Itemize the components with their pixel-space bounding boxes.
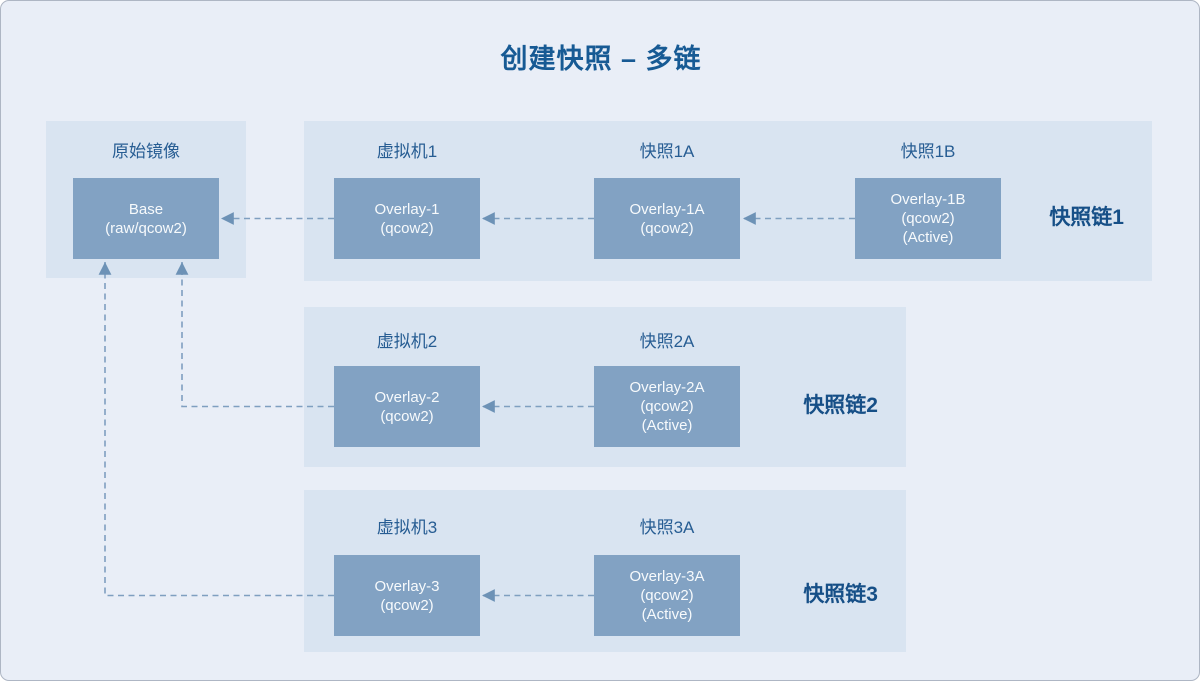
chain-3-label: 快照链3: [803, 583, 878, 606]
label-vm1: 虚拟机1: [376, 142, 438, 161]
node-overlay-2a-line3: (Active): [641, 417, 693, 434]
node-overlay-1-line2: (qcow2): [380, 219, 434, 237]
node-overlay-1-line1: Overlay-1: [374, 200, 440, 218]
chain-1-panel: 虚拟机1 快照1A 快照1B Overlay-1 (qcow2) Overlay…: [304, 121, 1152, 281]
chain-3-panel: 虚拟机3 快照3A Overlay-3 (qcow2) Overlay-3A (…: [304, 490, 906, 652]
chain-1-label: 快照链1: [1049, 206, 1124, 229]
node-overlay-3a: Overlay-3A (qcow2) (Active): [594, 555, 740, 636]
node-overlay-1b-line2: (qcow2): [901, 210, 955, 227]
node-overlay-3-line2: (qcow2): [380, 596, 434, 614]
label-vm2: 虚拟机2: [376, 332, 438, 351]
diagram-title: 创建快照 – 多链: [500, 44, 702, 74]
node-overlay-3a-line1: Overlay-3A: [629, 568, 705, 585]
label-snapshot-1a: 快照1A: [639, 142, 695, 161]
node-base-line2: (raw/qcow2): [105, 219, 187, 237]
base-image-panel: 原始镜像 Base (raw/qcow2): [46, 121, 246, 278]
base-panel-label: 原始镜像: [112, 142, 180, 161]
node-overlay-3: Overlay-3 (qcow2): [334, 555, 480, 636]
node-overlay-1b-line1: Overlay-1B: [890, 191, 966, 208]
node-base-line1: Base: [128, 200, 164, 218]
label-snapshot-2a: 快照2A: [639, 332, 695, 351]
node-overlay-1a-line2: (qcow2): [640, 219, 694, 237]
node-overlay-3-line1: Overlay-3: [374, 577, 440, 595]
node-overlay-1a-line1: Overlay-1A: [629, 200, 705, 218]
node-base: Base (raw/qcow2): [73, 178, 219, 259]
node-overlay-2-line1: Overlay-2: [374, 388, 440, 406]
node-overlay-2a: Overlay-2A (qcow2) (Active): [594, 366, 740, 447]
node-overlay-2-line2: (qcow2): [380, 407, 434, 425]
label-vm3: 虚拟机3: [376, 518, 438, 537]
label-snapshot-1b: 快照1B: [900, 142, 956, 161]
chain-2-label: 快照链2: [803, 394, 878, 417]
node-overlay-2a-line1: Overlay-2A: [629, 379, 705, 396]
node-overlay-1a: Overlay-1A (qcow2): [594, 178, 740, 259]
arrow-overlay3-to-base: [98, 262, 334, 597]
node-overlay-2: Overlay-2 (qcow2): [334, 366, 480, 447]
node-overlay-1b: Overlay-1B (qcow2) (Active): [855, 178, 1001, 259]
node-overlay-2a-line2: (qcow2): [640, 398, 694, 415]
label-snapshot-3a: 快照3A: [639, 518, 695, 537]
node-overlay-1b-line3: (Active): [902, 229, 954, 246]
node-overlay-3a-line3: (Active): [641, 606, 693, 623]
node-overlay-1: Overlay-1 (qcow2): [334, 178, 480, 259]
node-overlay-3a-line2: (qcow2): [640, 587, 694, 604]
chain-2-panel: 虚拟机2 快照2A Overlay-2 (qcow2) Overlay-2A (…: [304, 307, 906, 467]
